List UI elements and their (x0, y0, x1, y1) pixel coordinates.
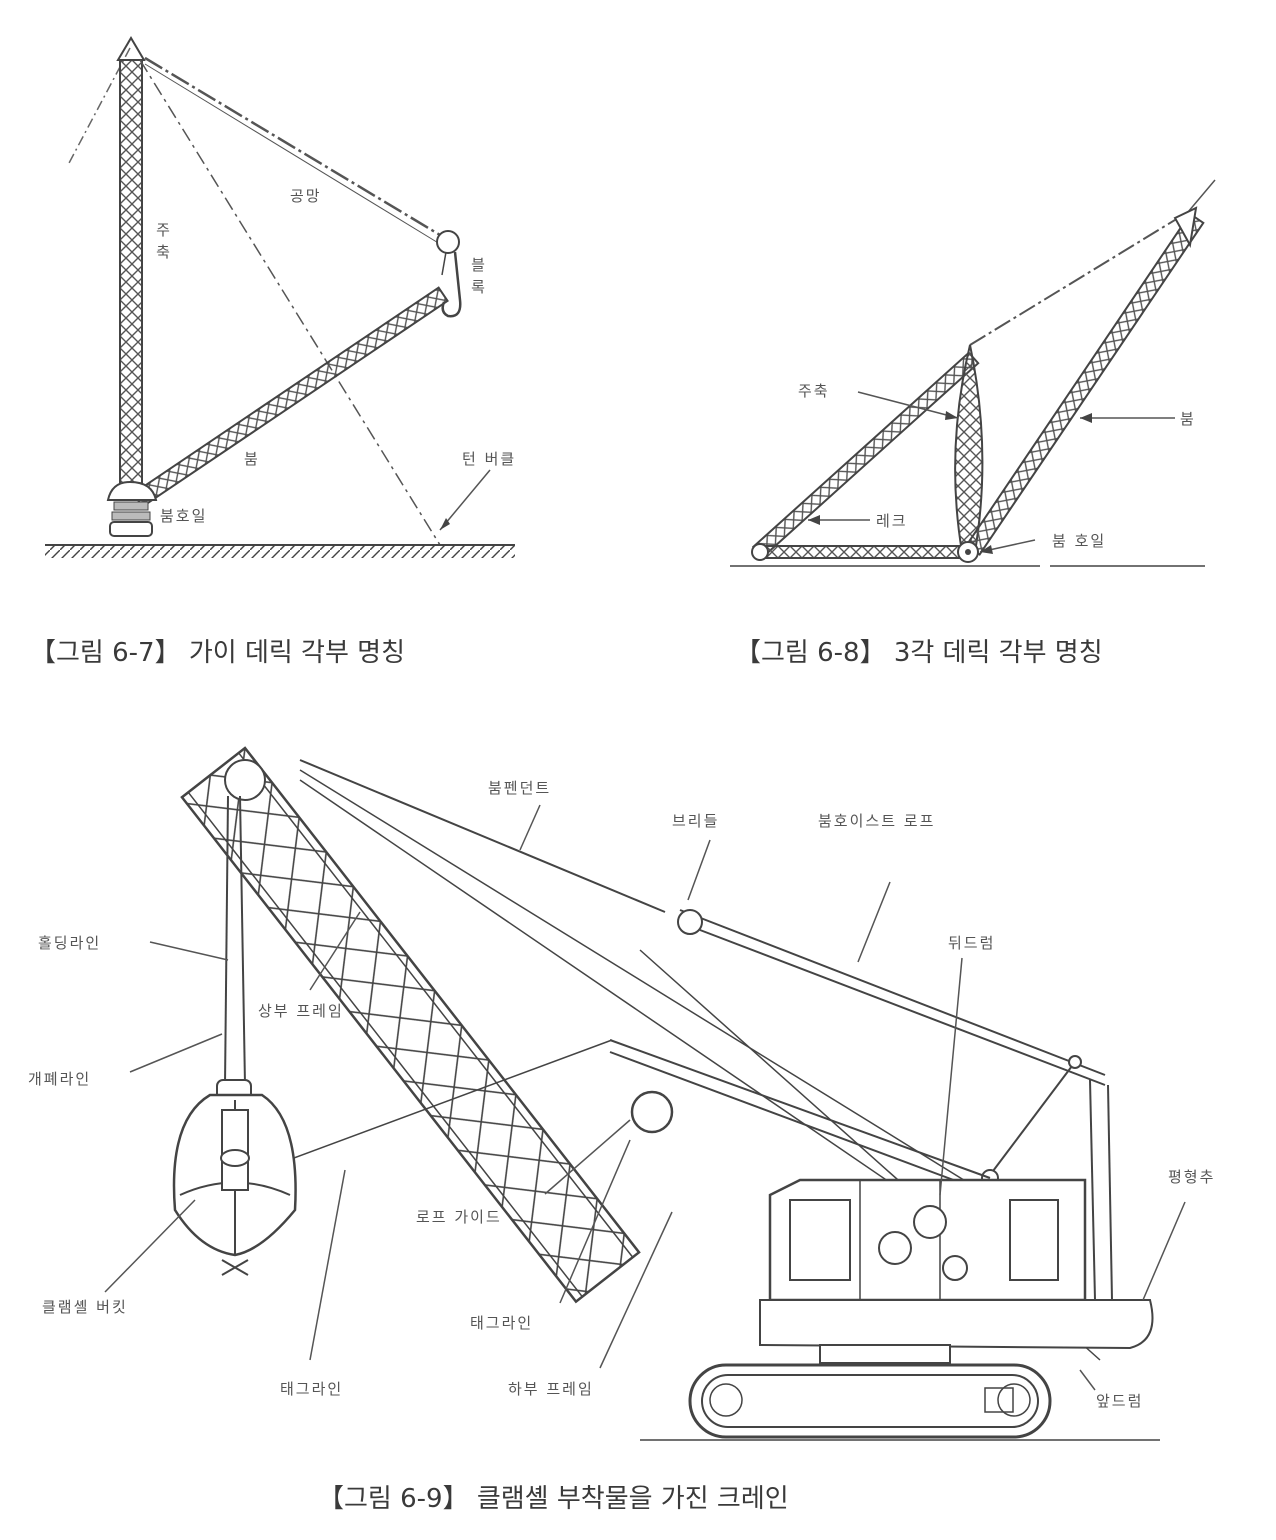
figure-6-9: 붐펜던트 브리들 붐호이스트 로프 뒤드럼 홀딩라인 상부 프레임 개폐라인 평… (0, 700, 1276, 1540)
label-boom: 붐 (244, 450, 260, 468)
label-mast: 주축 (798, 382, 830, 400)
figure-6-8: 주축 붐 레크 붐 호일 【그림 6-8】 3각 데릭 각부 명칭 (640, 0, 1276, 690)
label-rope-guide: 로프 가이드 (416, 1208, 502, 1226)
label-boom-wheel: 붐호일 (160, 507, 208, 525)
label-bridle: 브리들 (672, 812, 720, 830)
label-mast-1: 주 (156, 221, 170, 239)
label-upper-frame: 상부 프레임 (258, 1002, 344, 1020)
caption-6-9: 【그림 6-9】 클램셸 부착물을 가진 크레인 (318, 1484, 789, 1514)
label-boom-pendant: 붐펜던트 (488, 779, 552, 797)
guy-derrick-drawing (45, 36, 515, 558)
label-holding-line: 홀딩라인 (38, 934, 102, 952)
label-mast-2: 축 (156, 243, 170, 261)
clamshell-crane-drawing (104, 746, 1186, 1441)
label-tagline-2: 태그라인 (280, 1380, 344, 1398)
label-front-drum: 앞드럼 (1096, 1392, 1144, 1410)
stiffleg-derrick-drawing (730, 179, 1216, 567)
caption-6-7: 【그림 6-7】 가이 데릭 각부 명칭 (30, 638, 405, 668)
caption-6-8: 【그림 6-8】 3각 데릭 각부 명칭 (735, 638, 1103, 668)
label-rear-drum: 뒤드럼 (948, 934, 996, 952)
label-clamshell-bucket: 클램셸 버킷 (42, 1298, 128, 1316)
label-tagline-1: 태그라인 (470, 1314, 534, 1332)
label-block-2: 록 (471, 278, 485, 296)
figure-6-7: 공망 주 축 블 록 붐 붐호일 턴 버클 【그림 6-7】 가이 데릭 각부 … (0, 0, 640, 690)
label-counterweight: 평형추 (1168, 1168, 1216, 1186)
label-turnbuckle: 턴 버클 (462, 450, 517, 468)
label-leg: 레크 (876, 512, 908, 530)
label-boom-wheel: 붐 호일 (1052, 532, 1107, 550)
label-boom: 붐 (1180, 410, 1196, 428)
label-boom-hoist-rope: 붐호이스트 로프 (818, 812, 936, 830)
label-closing-line: 개폐라인 (28, 1070, 92, 1088)
label-block-1: 블 (471, 256, 485, 274)
label-guy: 공망 (290, 187, 322, 205)
label-lower-frame: 하부 프레임 (508, 1380, 594, 1398)
